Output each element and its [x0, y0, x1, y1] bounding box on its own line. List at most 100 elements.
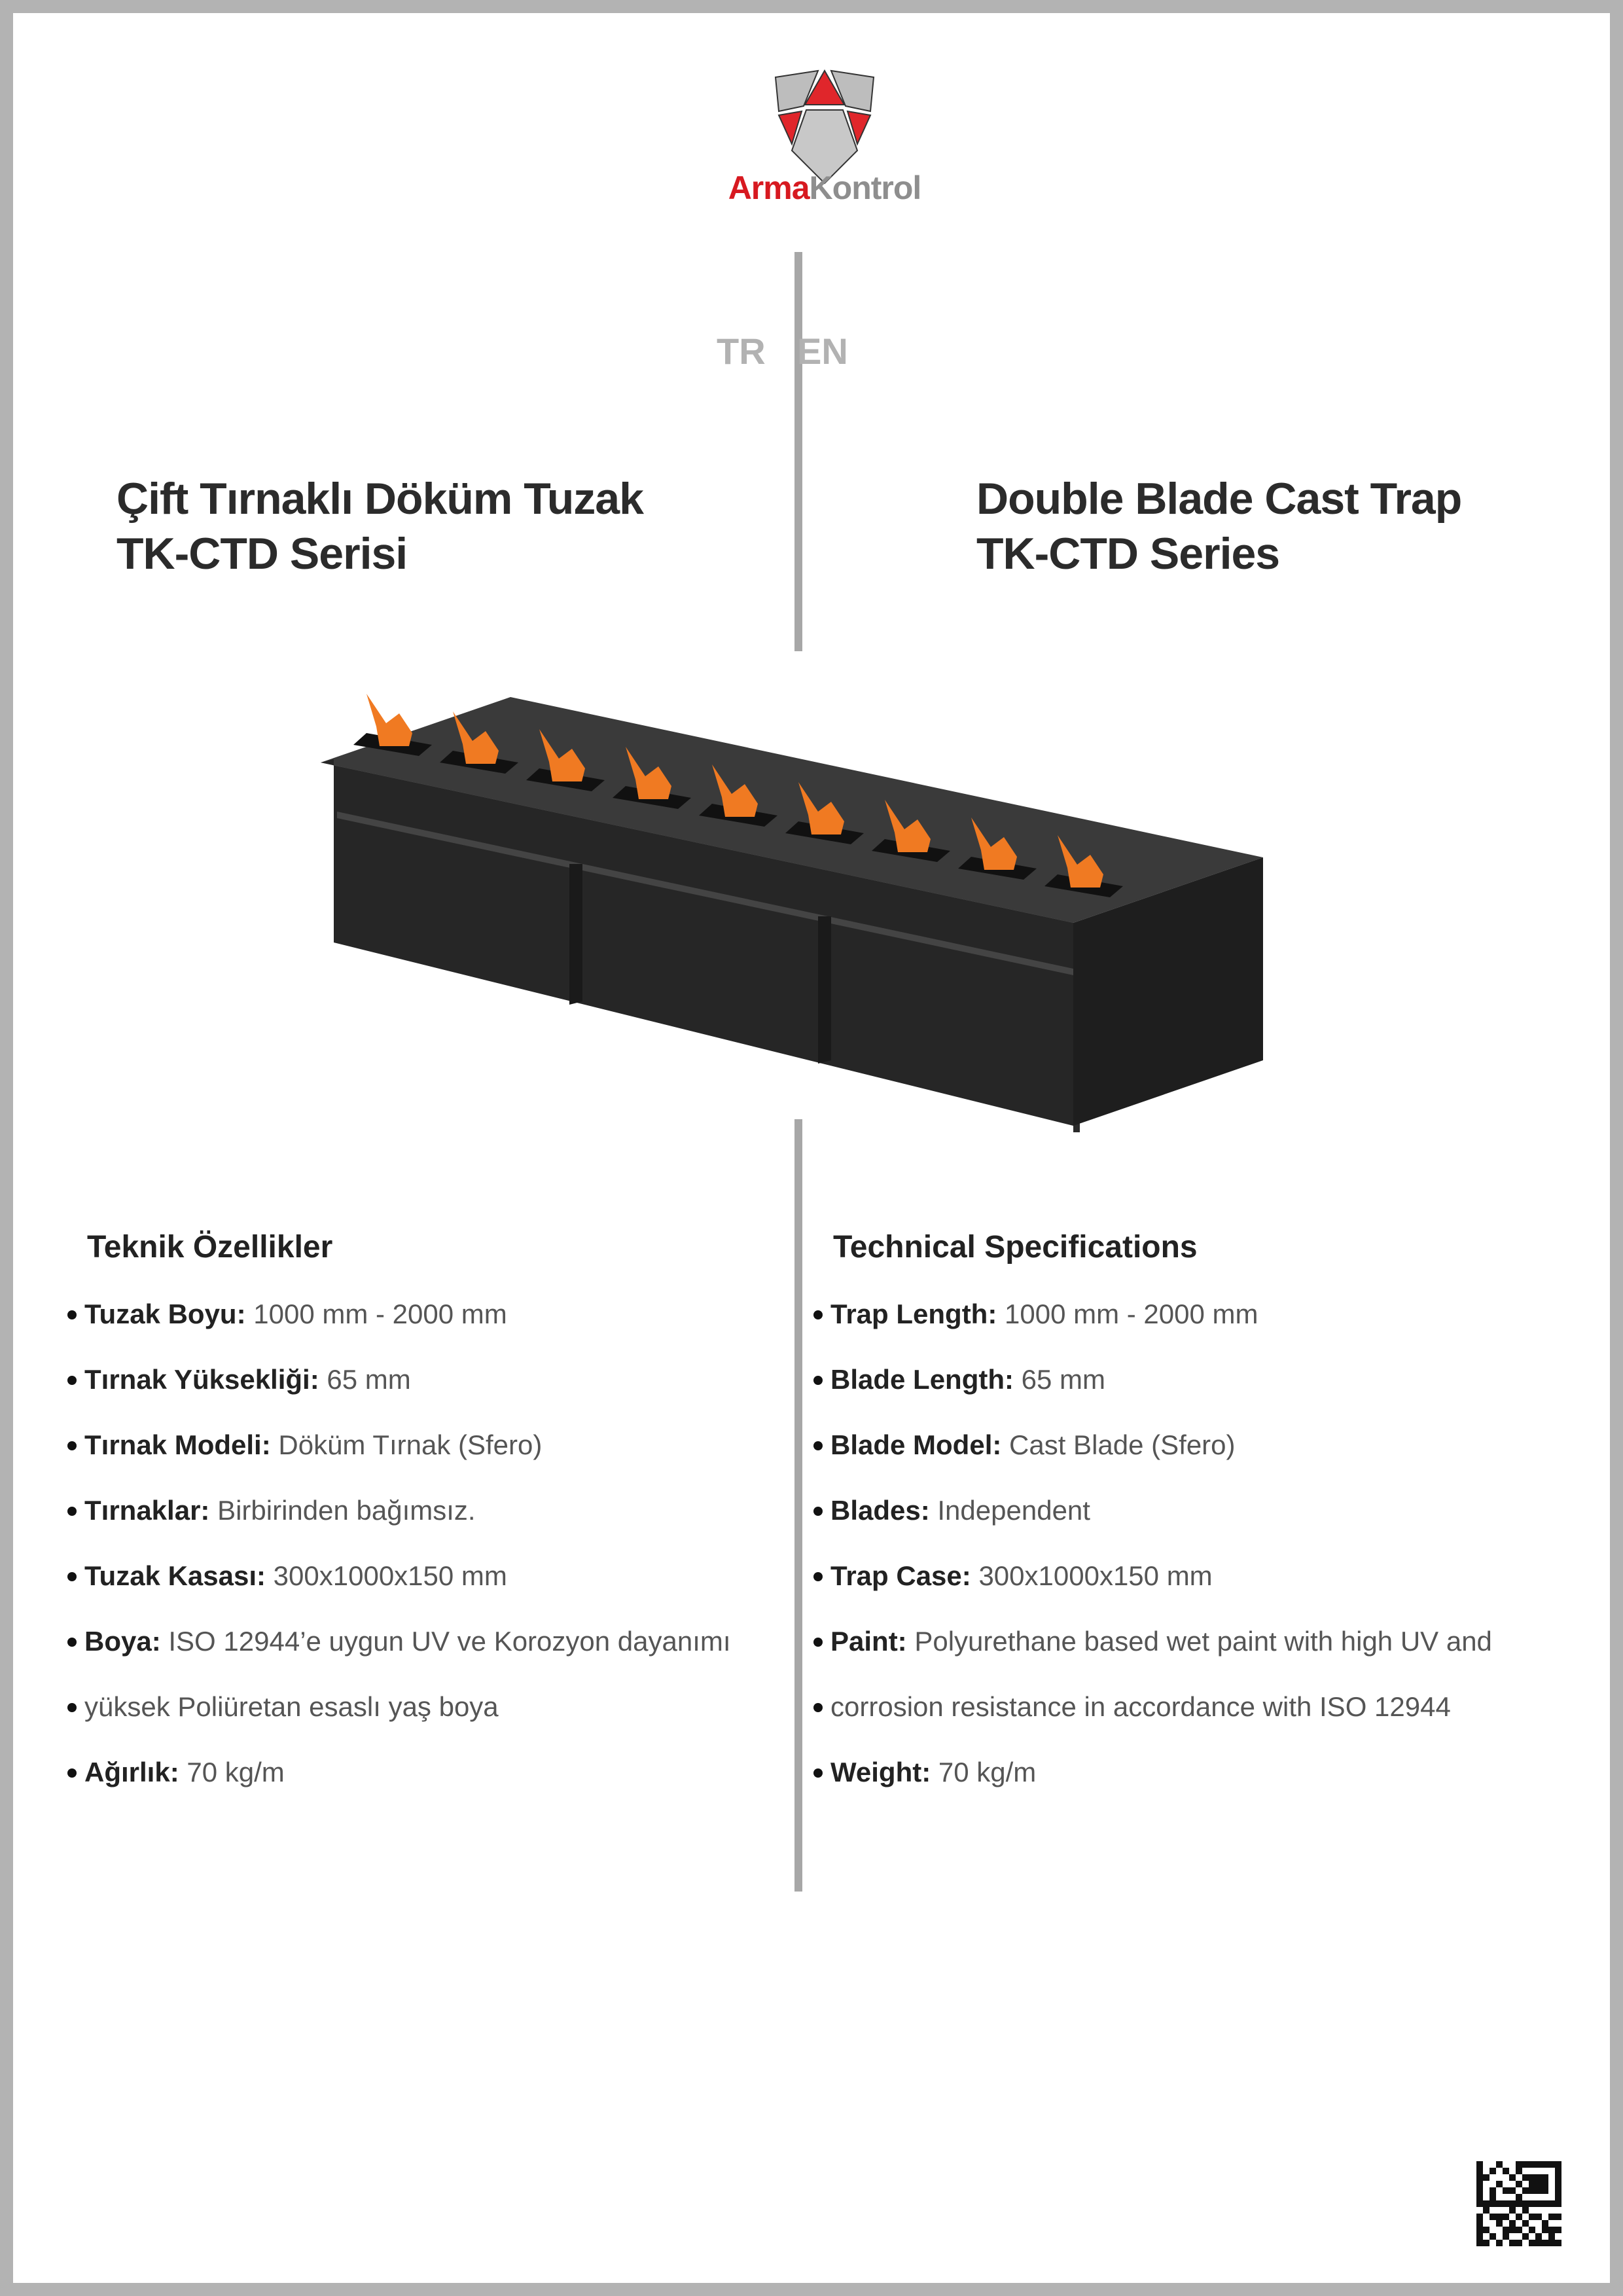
spec-value: ISO 12944’e uygun UV ve Korozyon dayanım…: [168, 1626, 731, 1657]
qr-module: [1503, 2233, 1509, 2240]
qr-module: [1496, 2220, 1503, 2227]
qr-module: [1542, 2240, 1548, 2246]
qr-module: [1548, 2161, 1555, 2168]
qr-module: [1509, 2200, 1516, 2207]
qr-module: [1516, 2200, 1522, 2207]
qr-module: [1516, 2168, 1522, 2174]
qr-module: [1489, 2214, 1496, 2220]
spec-label: Ağırlık:: [84, 1757, 179, 1787]
bullet-icon: [67, 1703, 77, 1712]
spec-value: 70 kg/m: [187, 1757, 285, 1787]
qr-module: [1522, 2200, 1529, 2207]
qr-module: [1529, 2240, 1535, 2246]
qr-module: [1476, 2181, 1483, 2187]
spec-value: Polyurethane based wet paint with high U…: [914, 1626, 1492, 1657]
qr-module: [1476, 2194, 1483, 2200]
qr-module: [1535, 2240, 1542, 2246]
bullet-icon: [813, 1768, 823, 1778]
bullet-icon: [813, 1376, 823, 1385]
qr-module: [1483, 2227, 1489, 2233]
spec-item: Blades: Independent: [813, 1478, 1599, 1543]
qr-module: [1548, 2233, 1555, 2240]
qr-module: [1522, 2187, 1529, 2194]
qr-module: [1542, 2174, 1548, 2181]
spec-item: Paint: Polyurethane based wet paint with…: [813, 1609, 1599, 1674]
qr-module: [1489, 2194, 1496, 2200]
qr-module: [1483, 2207, 1489, 2214]
blade-group: [353, 694, 1123, 897]
specs-en-heading: Technical Specifications: [833, 1230, 1198, 1265]
spec-value: Döküm Tırnak (Sfero): [278, 1429, 543, 1460]
bullet-icon: [813, 1638, 823, 1647]
qr-module: [1489, 2168, 1496, 2174]
spec-label: Boya:: [84, 1626, 161, 1657]
qr-module: [1516, 2240, 1522, 2246]
qr-module: [1522, 2220, 1529, 2227]
qr-module: [1542, 2161, 1548, 2168]
brand-wordmark: ArmaKontrol: [707, 169, 942, 207]
qr-code[interactable]: [1476, 2161, 1561, 2246]
qr-module: [1489, 2200, 1496, 2207]
qr-module: [1535, 2200, 1542, 2207]
qr-module: [1555, 2168, 1561, 2174]
blade: [626, 747, 671, 799]
qr-module: [1535, 2161, 1542, 2168]
blade: [885, 800, 931, 852]
bullet-icon: [67, 1638, 77, 1647]
blade: [453, 711, 499, 764]
qr-module: [1555, 2200, 1561, 2207]
title-tr: Çift Tırnaklı Döküm Tuzak TK-CTD Serisi: [116, 471, 644, 581]
spec-value: 65 mm: [327, 1364, 411, 1395]
spec-item: Tırnaklar: Birbirinden bağımsız.: [67, 1478, 768, 1543]
qr-module: [1529, 2181, 1535, 2187]
qr-module: [1509, 2240, 1516, 2246]
spec-value: 70 kg/m: [938, 1757, 1037, 1787]
qr-module: [1509, 2187, 1516, 2194]
blade: [1058, 835, 1103, 888]
qr-module: [1529, 2200, 1535, 2207]
qr-module: [1496, 2181, 1503, 2187]
qr-module: [1516, 2161, 1522, 2168]
armakontrol-logo: [774, 69, 875, 185]
qr-module: [1476, 2168, 1483, 2174]
spec-item: Blade Model: Cast Blade (Sfero): [813, 1412, 1599, 1478]
qr-module: [1516, 2214, 1522, 2220]
qr-module: [1522, 2174, 1529, 2181]
spec-label: Tırnaklar:: [84, 1495, 210, 1526]
spec-item: Blade Length: 65 mm: [813, 1347, 1599, 1412]
bullet-icon: [67, 1507, 77, 1516]
qr-module: [1535, 2214, 1542, 2220]
qr-module: [1542, 2220, 1548, 2227]
qr-module: [1555, 2181, 1561, 2187]
qr-module: [1542, 2187, 1548, 2194]
qr-module: [1483, 2240, 1489, 2246]
qr-module: [1476, 2220, 1483, 2227]
qr-module: [1548, 2240, 1555, 2246]
divider-top: [794, 252, 802, 651]
spec-value: 300x1000x150 mm: [273, 1560, 507, 1591]
qr-module: [1542, 2181, 1548, 2187]
lang-tr[interactable]: TR: [717, 331, 766, 372]
qr-module: [1476, 2200, 1483, 2207]
qr-module: [1489, 2187, 1496, 2194]
qr-module: [1503, 2227, 1509, 2233]
qr-module: [1496, 2240, 1503, 2246]
qr-module: [1535, 2233, 1542, 2240]
qr-module: [1555, 2227, 1561, 2233]
spec-value: Cast Blade (Sfero): [1009, 1429, 1236, 1460]
spec-label: Tuzak Boyu:: [84, 1299, 246, 1329]
spec-item: Trap Case: 300x1000x150 mm: [813, 1543, 1599, 1609]
lang-en[interactable]: EN: [797, 331, 848, 372]
blade: [798, 782, 844, 834]
spec-item: Tırnak Modeli: Döküm Tırnak (Sfero): [67, 1412, 768, 1478]
qr-module: [1555, 2174, 1561, 2181]
spec-item: Tuzak Kasası: 300x1000x150 mm: [67, 1543, 768, 1609]
spec-value: Birbirinden bağımsız.: [217, 1495, 476, 1526]
blade: [712, 764, 758, 817]
bullet-icon: [67, 1376, 77, 1385]
spec-item: corrosion resistance in accordance with …: [813, 1674, 1599, 1740]
spec-value: yüksek Poliüretan esaslı yaş boya: [84, 1691, 499, 1722]
bullet-icon: [813, 1507, 823, 1516]
